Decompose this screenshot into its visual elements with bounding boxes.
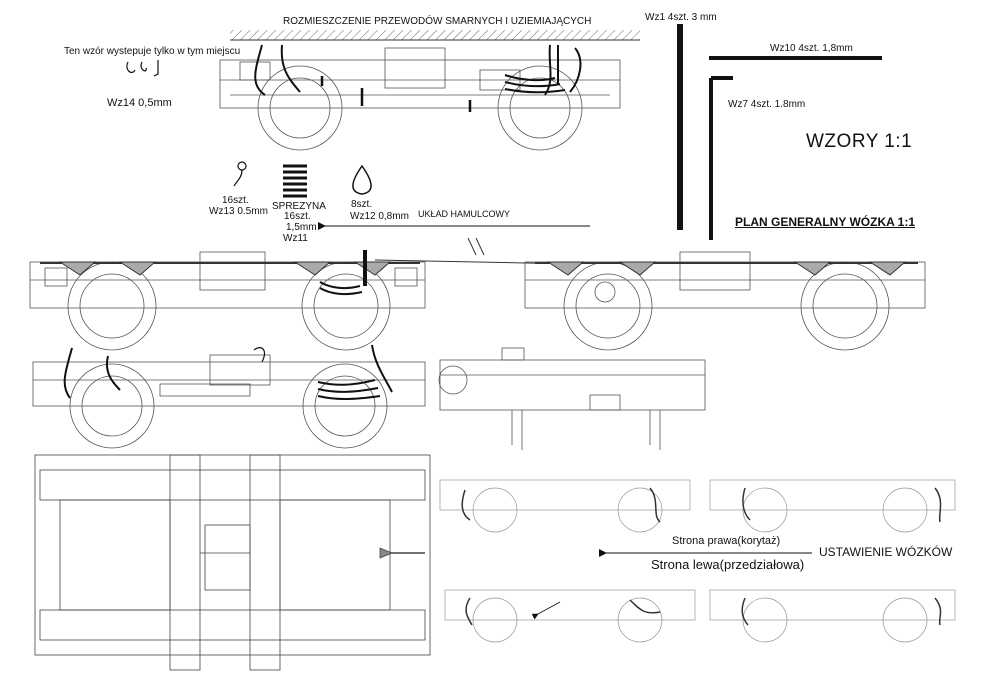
- brake-cable: [374, 237, 576, 265]
- header-note: Ten wzór wystepuje tylko w tym miejscu: [64, 46, 241, 57]
- brake-bogie-right: [524, 251, 926, 351]
- placement-bogies: [439, 479, 956, 643]
- wz13-label: Wz13 0.5mm: [209, 206, 268, 217]
- wz12-loop: [352, 164, 372, 195]
- wz-bars: [677, 24, 882, 240]
- scale-title: WZORY 1:1: [806, 131, 913, 152]
- brake-bogie-right-rods: [535, 261, 918, 276]
- side-bogie-wires: [63, 344, 393, 400]
- top-bogie-wires: [254, 44, 582, 96]
- left-side-label: Strona lewa(przedziałowa): [651, 557, 805, 572]
- placement-wires: [461, 487, 942, 626]
- spring-title: SPREZYNA: [272, 201, 326, 212]
- top-bogie-view: [219, 47, 621, 151]
- wz13-count: 16szt.: [222, 195, 249, 206]
- wz1-label: Wz1 4szt. 3 mm: [645, 12, 717, 23]
- grounding-marks: [320, 76, 472, 112]
- spring-size: 1,5mm: [286, 222, 317, 233]
- wz12-count: 8szt.: [351, 199, 373, 210]
- plan-title: PLAN GENERALNY WÓZKA 1:1: [735, 215, 916, 229]
- brake-label: UKŁAD HAMULCOWY: [418, 209, 511, 219]
- side-bogie: [32, 354, 426, 449]
- brake-bogie-left: [29, 251, 426, 351]
- wz13-hook: [233, 161, 247, 187]
- wz14-hooks: [126, 60, 159, 77]
- brake-bogie-left-wires: [319, 250, 367, 296]
- placement-title: USTAWIENIE WÓZKÓW: [819, 545, 953, 559]
- spring-count: 16szt.: [284, 211, 311, 222]
- brake-bogie-left-rods: [40, 261, 420, 276]
- wz10-label: Wz10 4szt. 1,8mm: [770, 43, 853, 54]
- wz14-label: Wz14 0,5mm: [107, 97, 172, 109]
- spring-code: Wz11: [283, 233, 308, 244]
- spring-wz11: [283, 164, 307, 198]
- header-title: ROZMIESZCZENIE PRZEWODÓW SMARNYCH I UZIE…: [283, 16, 592, 27]
- right-side-label: Strona prawa(korytaż): [672, 535, 781, 547]
- ceiling-hatch: [230, 30, 640, 41]
- end-view: [438, 347, 706, 450]
- wz12-label: Wz12 0,8mm: [350, 211, 409, 222]
- wz7-label: Wz7 4szt. 1.8mm: [728, 99, 806, 110]
- plan-view: [34, 454, 431, 671]
